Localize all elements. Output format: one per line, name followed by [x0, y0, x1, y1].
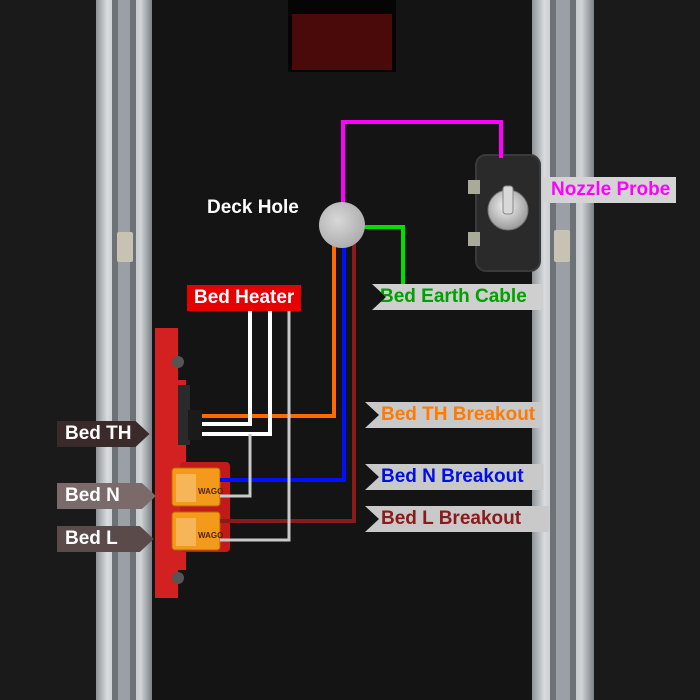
- wago-connector-n: WAGO: [171, 467, 223, 507]
- deck-hole: [319, 202, 365, 248]
- left-rail-nut: [117, 232, 133, 262]
- earth-wire: [360, 225, 405, 284]
- bed-earth-cable-label: Bed Earth Cable: [372, 284, 543, 310]
- bed-n-label: Bed N: [57, 483, 156, 509]
- bed-th-label: Bed TH: [57, 421, 150, 447]
- live-wire: [220, 244, 356, 523]
- heater-n-wire: [220, 434, 252, 498]
- bed-n-breakout-label: Bed N Breakout: [365, 464, 544, 490]
- svg-text:WAGO: WAGO: [198, 487, 223, 496]
- right-panel: [594, 0, 700, 700]
- wago-connector-l: WAGO: [171, 511, 223, 551]
- deck-hole-label: Deck Hole: [207, 197, 299, 218]
- svg-text:WAGO: WAGO: [198, 531, 223, 540]
- bed-th-breakout-label: Bed TH Breakout: [365, 402, 542, 428]
- nozzle-probe-label: Nozzle Probe: [543, 177, 677, 203]
- heater-l-wire: [220, 310, 291, 542]
- heater-th-wire-2: [202, 310, 272, 436]
- th-wire: [202, 242, 336, 418]
- left-panel: [0, 0, 96, 700]
- probe-wire: [341, 120, 503, 205]
- heater-th-wire-1: [202, 310, 252, 426]
- bed-l-label: Bed L: [57, 526, 154, 552]
- right-rail-inner: [556, 0, 570, 700]
- bed-l-breakout-label: Bed L Breakout: [365, 506, 550, 532]
- top-slot-red: [292, 14, 392, 70]
- neutral-wire: [220, 244, 346, 482]
- right-rail-nut: [554, 230, 570, 262]
- bed-heater-label: Bed Heater: [187, 285, 302, 311]
- nozzle-probe-switch: [468, 154, 541, 272]
- left-rail-inner: [118, 0, 130, 700]
